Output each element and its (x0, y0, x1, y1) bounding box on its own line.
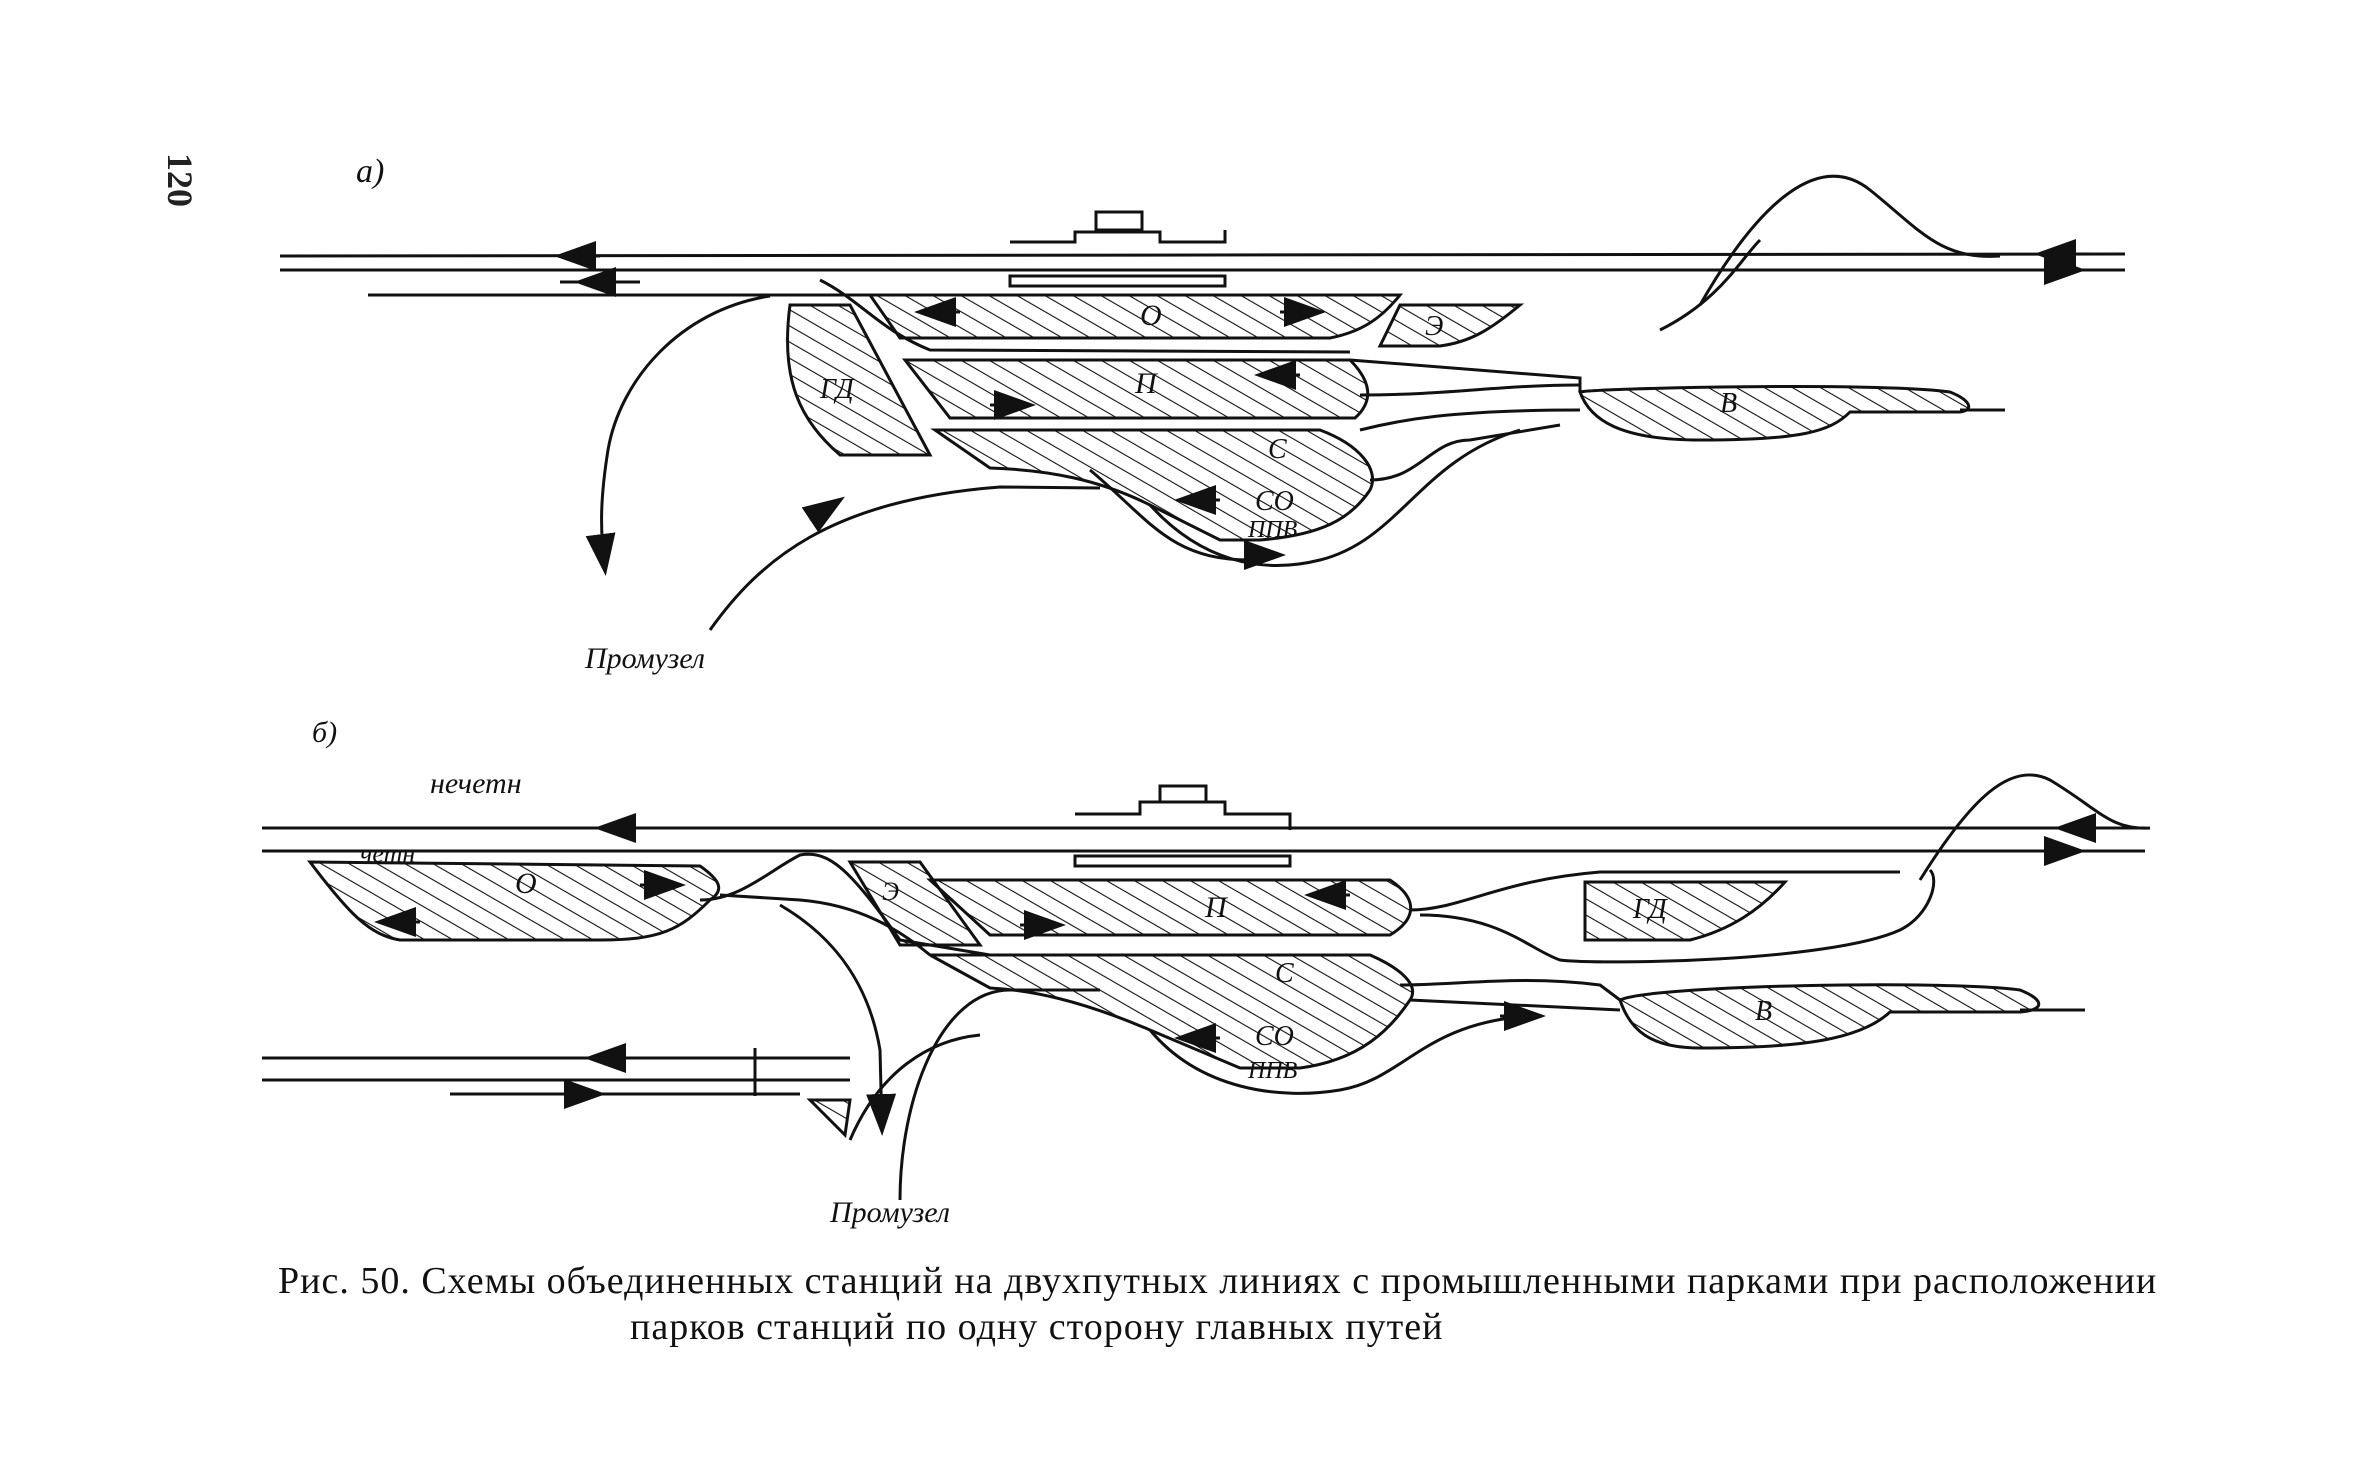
platform-b (1073, 854, 1292, 868)
park-v-a (1578, 385, 1971, 442)
park-e-b-label: Э (882, 877, 899, 906)
park-s-b-label: С (1275, 958, 1294, 989)
park-gd-a-label: ГД (819, 374, 856, 405)
station-building-a (1094, 210, 1144, 232)
loop-track-a (1698, 174, 2001, 306)
station-building-outline-a (1010, 230, 1227, 244)
park-o-a (867, 293, 1404, 340)
industrial-label-b: Промузел (829, 1196, 950, 1229)
main-track-odd-a (279, 252, 2126, 258)
park-v-b-label: В (1755, 996, 1772, 1027)
park-ppv-a-label: ППВ (1247, 517, 1298, 543)
park-so-a-label: СО (1255, 486, 1294, 517)
diagram-b: б) нечетн четн О Э П (262, 716, 2151, 1229)
park-p-b (926, 878, 1413, 937)
diagram-a: а) О Э П (279, 153, 2126, 675)
caption-line-2: парков станций по одну сторону главных п… (630, 1306, 1444, 1348)
station-building-outline-b (1075, 800, 1292, 830)
station-building-b (1158, 784, 1208, 804)
park-ppv-b-label: ППВ (1247, 1058, 1298, 1084)
park-p-a-label: П (1134, 367, 1159, 400)
figure-caption: Рис. 50. Схемы объединенных станций на д… (278, 1258, 2238, 1350)
park-s-a (930, 428, 1374, 542)
track-to-industrial-a (585, 294, 771, 576)
park-v-b (1618, 983, 2041, 1050)
diagram-a-label: а) (356, 153, 384, 190)
park-gd-b (1583, 880, 1789, 942)
park-v-a-label: В (1720, 388, 1737, 419)
park-so-b-label: СО (1255, 1021, 1294, 1052)
park-e-a (1377, 303, 1525, 348)
park-s-a-label: С (1268, 434, 1287, 465)
diagram-b-label: б) (312, 716, 337, 749)
park-e-a-label: Э (1425, 311, 1443, 342)
platform-a (1008, 274, 1227, 288)
park-o-a-label: О (1140, 299, 1162, 332)
industrial-label-a: Промузел (584, 642, 705, 675)
park-gd-a (786, 303, 933, 457)
caption-line-1: Рис. 50. Схемы объединенных станций на д… (278, 1260, 2158, 1302)
track-odd-label-b: нечетн (430, 767, 522, 800)
park-gd-b-label: ГД (1632, 894, 1669, 925)
park-o-b-label: О (515, 867, 537, 900)
track-to-industrial-b (779, 903, 897, 1136)
park-p-b-label: П (1204, 891, 1229, 924)
park-s-b (929, 953, 1414, 1070)
